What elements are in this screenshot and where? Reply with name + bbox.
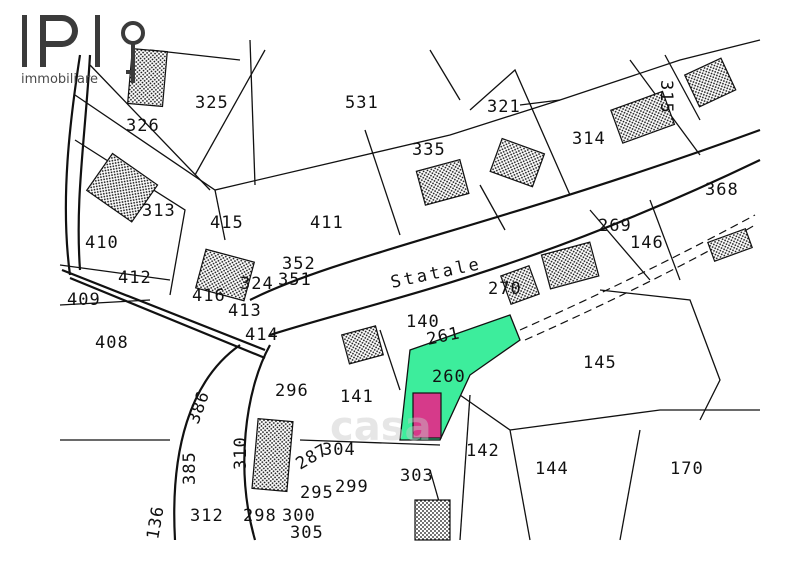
parcel-label: 416 — [192, 286, 226, 306]
parcel-label: 170 — [670, 459, 704, 479]
parcel-label: 136 — [143, 504, 169, 541]
parcel-label: 146 — [630, 233, 664, 253]
parcel-label: 269 — [598, 216, 632, 236]
parcel-label: 141 — [340, 387, 374, 407]
parcel-label: 313 — [142, 201, 176, 221]
road-statale — [61, 54, 761, 541]
parcel-label: 321 — [487, 97, 521, 117]
parcel-label: 385 — [180, 451, 200, 485]
parcel-label: 260 — [432, 367, 466, 387]
parcel-label: 298 — [243, 506, 277, 526]
parcel-label: 415 — [210, 213, 244, 233]
parcel-label: 300 — [282, 506, 316, 526]
buildings — [85, 47, 753, 541]
parcel-label: 326 — [126, 116, 160, 136]
parcel-label: 296 — [275, 381, 309, 401]
parcel-label: 409 — [67, 290, 101, 310]
parcel-label: 368 — [705, 180, 739, 200]
company-logo: immobiliare — [21, 15, 145, 87]
parcel-label: 335 — [412, 140, 446, 160]
parcel-label: 315 — [656, 80, 676, 114]
parcel-label: 314 — [572, 129, 606, 149]
parcel-label: 325 — [195, 93, 229, 113]
parcel-label: 304 — [322, 440, 356, 460]
parcel-label: 408 — [95, 333, 129, 353]
parcel-label: 144 — [535, 459, 569, 479]
parcel-label: 413 — [228, 301, 262, 321]
parcel-label: 324 — [240, 274, 274, 294]
parcel-label: 140 — [406, 312, 440, 332]
parcel-labels: 325 531 321 315 326 335 314 313 368 415 … — [67, 80, 739, 543]
parcel-label: 145 — [583, 353, 617, 373]
parcel-label: 386 — [184, 388, 214, 427]
parcel-label: 295 — [300, 483, 334, 503]
parcel-label: 410 — [85, 233, 119, 253]
key-icon — [121, 21, 145, 83]
logo-subtitle: immobiliare — [21, 72, 98, 87]
map-frame — [59, 39, 761, 543]
parcel-boundaries — [59, 39, 761, 541]
parcel-label: 412 — [118, 268, 152, 288]
parcel-label: 352 — [282, 254, 316, 274]
watermark-text: casa — [330, 404, 432, 450]
parcel-label: 414 — [245, 325, 279, 345]
parcel-label: 351 — [278, 270, 312, 290]
parcel-label: 303 — [400, 466, 434, 486]
parcel-label: 310 — [231, 436, 251, 470]
parcel-label: 531 — [345, 93, 379, 113]
parcel-label: 270 — [488, 279, 522, 299]
parcel-label: 312 — [190, 506, 224, 526]
highlighted-building — [412, 392, 442, 439]
parcel-label: 305 — [290, 523, 324, 543]
parcel-label: 299 — [335, 477, 369, 497]
parcel-label: 142 — [466, 441, 500, 461]
parcel-label: 411 — [310, 213, 344, 233]
